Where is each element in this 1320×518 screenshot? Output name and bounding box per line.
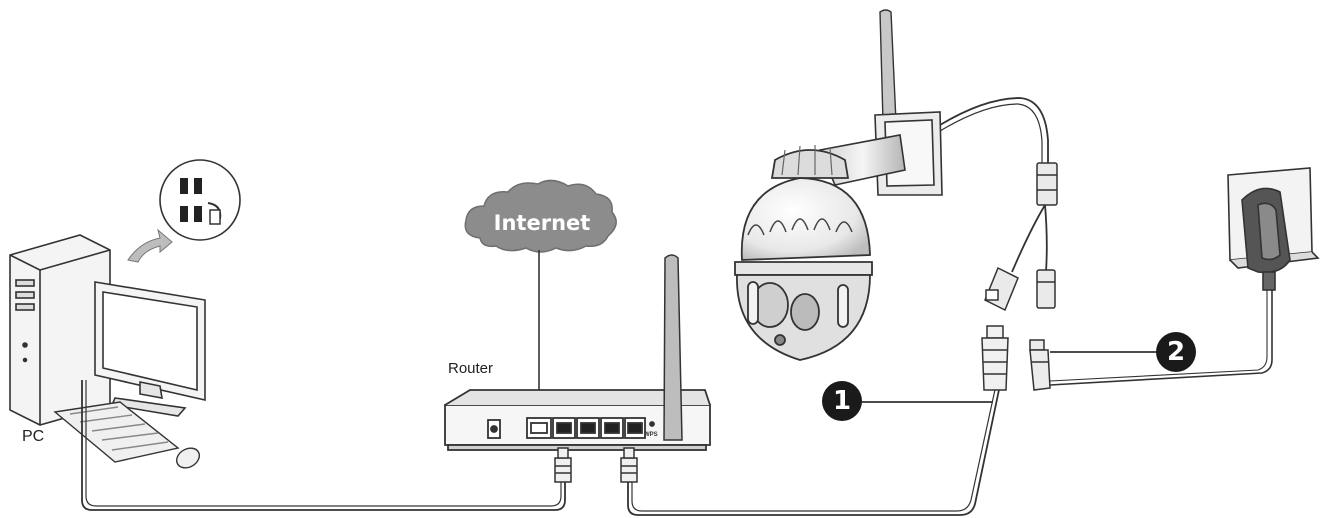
- wps-label: WPS: [644, 432, 658, 438]
- camera-lan-jack: [985, 268, 1018, 310]
- internet-label: Internet: [472, 211, 612, 235]
- usb-port-zoom: [160, 160, 240, 240]
- pc-label: PC: [22, 428, 44, 446]
- dc-power-plug: [1030, 340, 1050, 390]
- step-2-badge: 2: [1156, 332, 1196, 372]
- pc-ethernet-plug: [555, 448, 571, 482]
- camera-power-jack: [1037, 270, 1055, 308]
- camera-pigtail-cables: [940, 98, 1048, 272]
- router-label: Router: [448, 360, 493, 377]
- zoom-arrow: [128, 230, 172, 262]
- step-1-badge: 1: [822, 381, 862, 421]
- camera-wall-mount: [820, 112, 942, 195]
- router-antenna: [664, 255, 682, 440]
- camera-ethernet-plug-router: [621, 448, 637, 482]
- lan-plug-loose: [982, 326, 1008, 390]
- camera-antenna: [880, 10, 896, 122]
- camera-junction: [1037, 163, 1057, 205]
- pc-monitor: [95, 282, 205, 416]
